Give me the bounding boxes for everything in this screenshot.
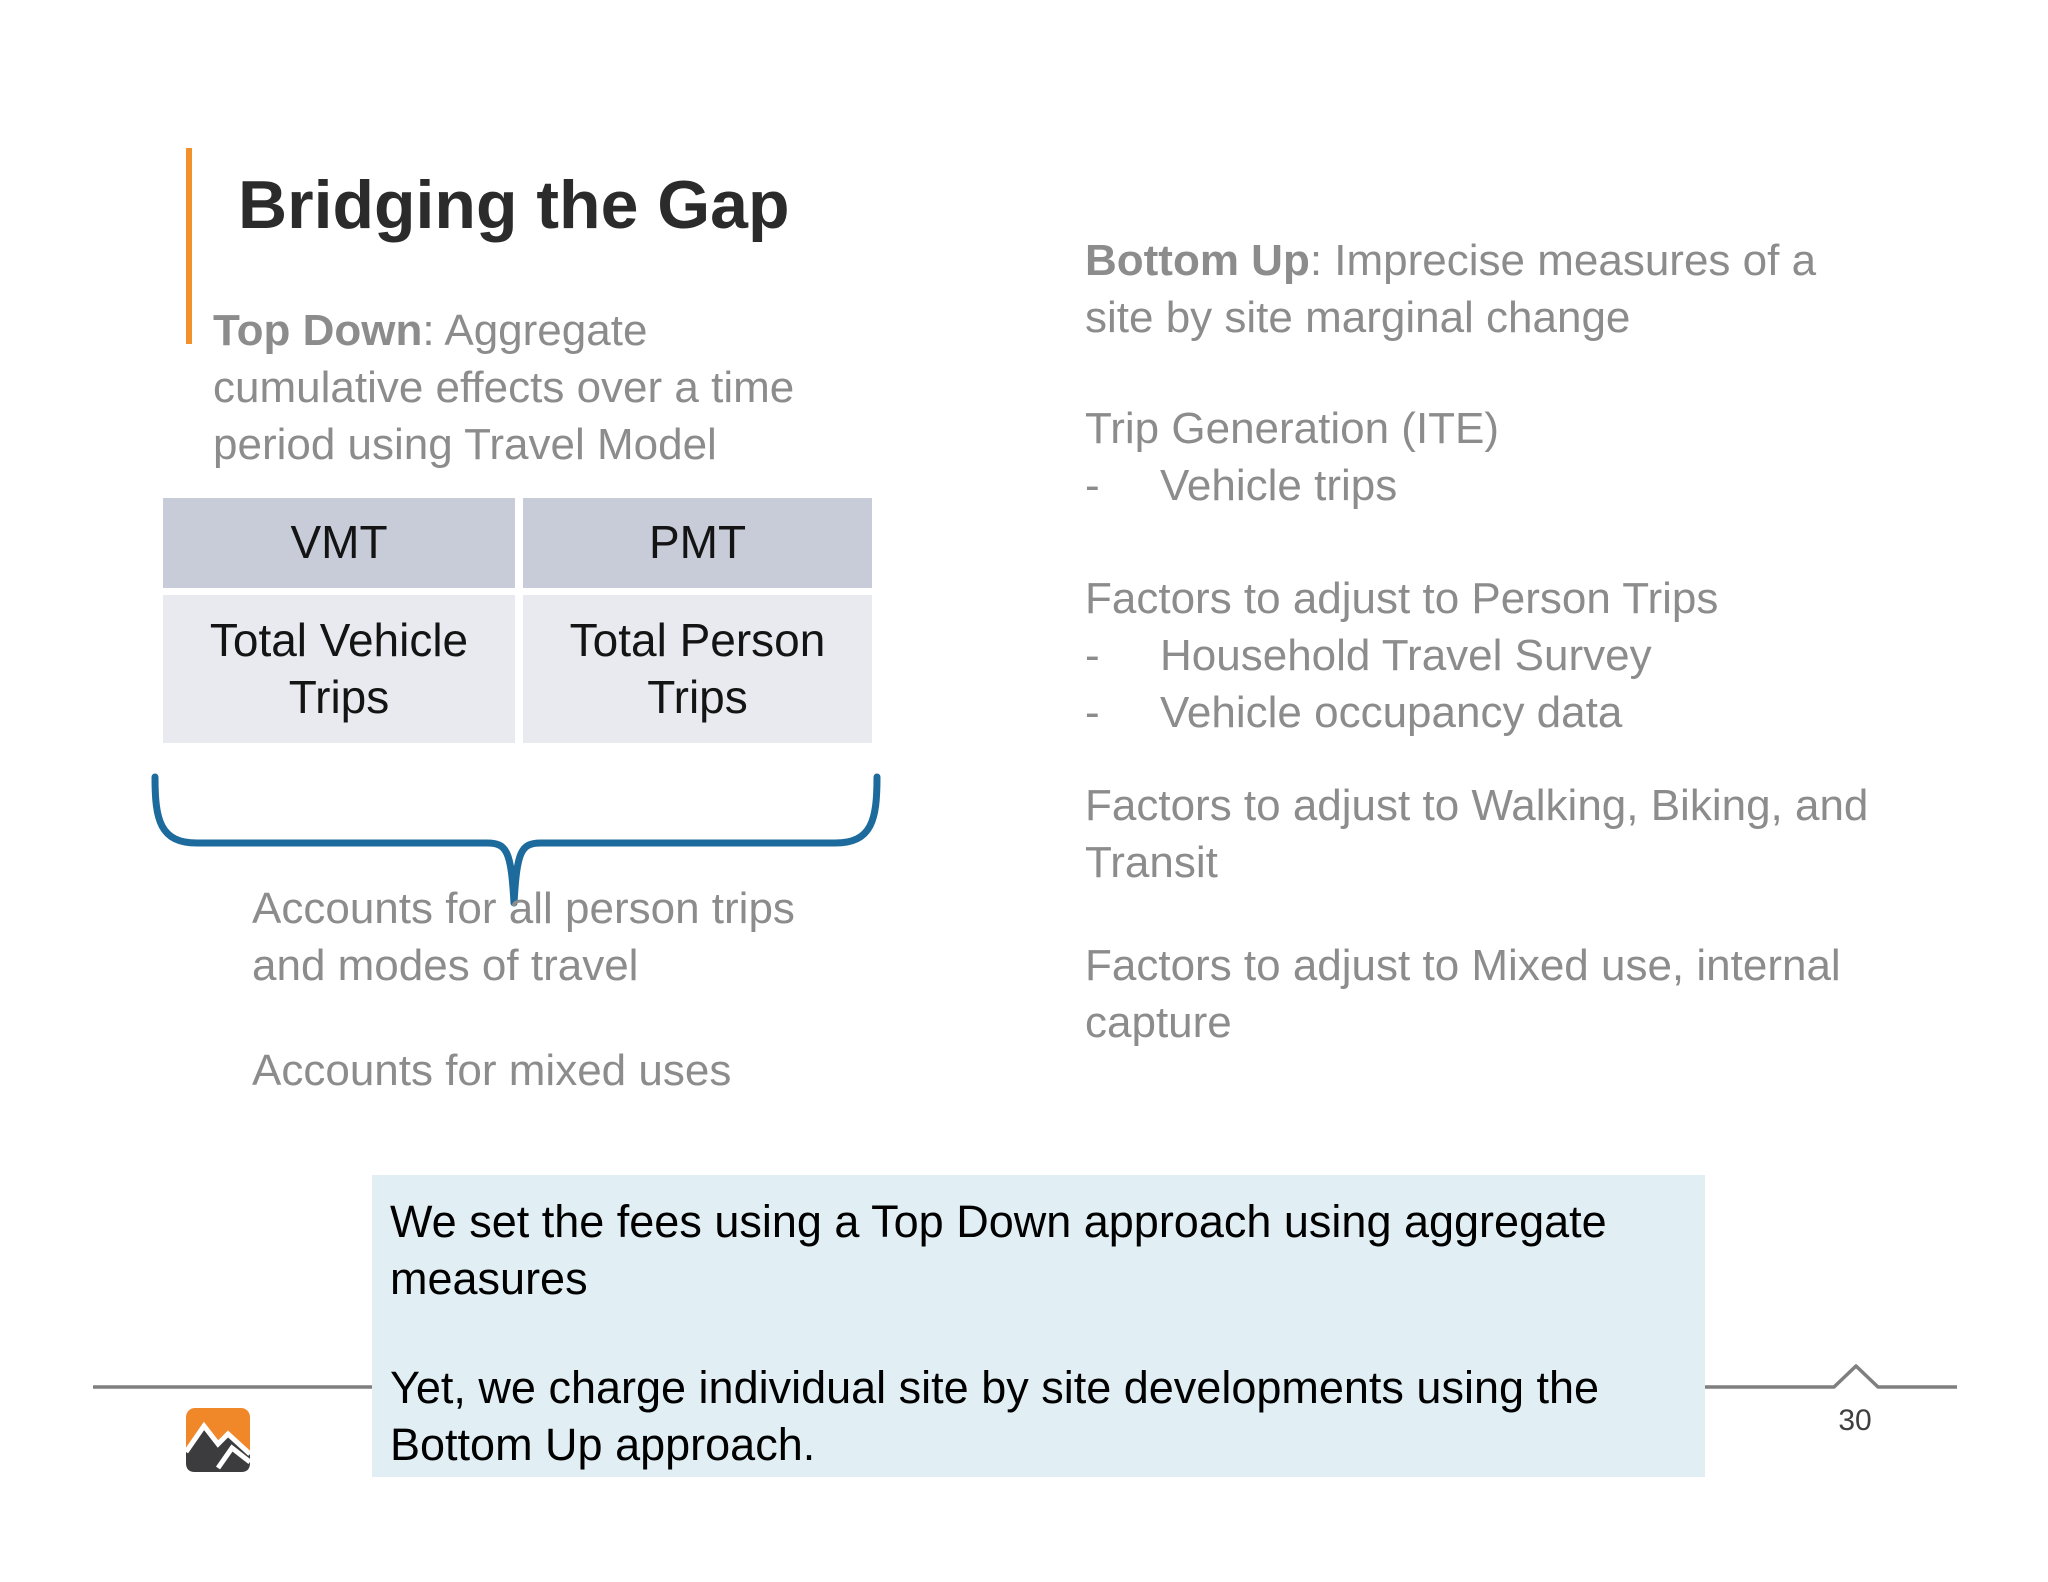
callout-line: Yet, we charge individual site by site d… — [390, 1362, 1600, 1413]
bullet-item: - Vehicle occupancy data — [1085, 684, 1718, 741]
note-line: and modes of travel — [252, 941, 639, 990]
table-cell-total-vehicle-trips: Total Vehicle Trips — [163, 595, 515, 743]
section-heading: capture — [1085, 998, 1232, 1047]
top-down-paragraph: Top Down: Aggregate cumulative effects o… — [213, 302, 794, 473]
bullet-item: - Vehicle trips — [1085, 457, 1499, 514]
section-heading: Factors to adjust to Person Trips — [1085, 574, 1719, 623]
callout-gap — [390, 1307, 1705, 1359]
section-heading: Transit — [1085, 838, 1218, 887]
bottom-up-rest: : Imprecise measures of a — [1309, 236, 1817, 285]
paragraph-line: period using Travel Model — [213, 420, 717, 469]
page-number: 30 — [1838, 1404, 1872, 1437]
bullet-text: Vehicle occupancy data — [1160, 688, 1623, 737]
table-header-pmt: PMT — [523, 498, 872, 588]
section-mixed-use-internal-capture: Factors to adjust to Mixed use, internal… — [1085, 937, 1841, 1051]
note-line: Accounts for all person trips — [252, 884, 795, 933]
section-heading: Factors to adjust to Mixed use, internal — [1085, 941, 1841, 990]
section-person-trips: Factors to adjust to Person Trips - House… — [1085, 570, 1718, 741]
bottom-up-label: Bottom Up — [1085, 236, 1310, 285]
bullet-dash: - — [1085, 461, 1100, 510]
paragraph-line: cumulative effects over a time — [213, 363, 795, 412]
section-walking-biking-transit: Factors to adjust to Walking, Biking, an… — [1085, 777, 1868, 891]
callout-box: We set the fees using a Top Down approac… — [372, 1175, 1705, 1477]
callout-line: measures — [390, 1253, 588, 1304]
logo-mountain-icon — [186, 1408, 250, 1472]
bullet-text: Household Travel Survey — [1160, 631, 1652, 680]
table-cell-total-person-trips: Total Person Trips — [523, 595, 872, 743]
callout-line: We set the fees using a Top Down approac… — [390, 1196, 1607, 1247]
bottom-up-paragraph: Bottom Up: Imprecise measures of a site … — [1085, 232, 1816, 346]
paragraph-line: Bottom Up: Imprecise measures of a — [1085, 232, 1816, 289]
note-mixed-uses: Accounts for mixed uses — [252, 1042, 731, 1099]
section-heading: Factors to adjust to Walking, Biking, an… — [1085, 781, 1869, 830]
bullet-dash: - — [1085, 688, 1100, 737]
section-trip-generation: Trip Generation (ITE) - Vehicle trips — [1085, 400, 1499, 514]
section-heading: Trip Generation (ITE) — [1085, 404, 1500, 453]
table-header-vmt: VMT — [163, 498, 515, 588]
note-line: Accounts for mixed uses — [252, 1046, 732, 1095]
paragraph-line: Top Down: Aggregate — [213, 302, 794, 359]
underbrace-icon — [151, 773, 881, 907]
bullet-text: Vehicle trips — [1160, 461, 1398, 510]
note-all-person-trips: Accounts for all person trips and modes … — [252, 880, 795, 994]
title-accent-bar — [186, 148, 192, 344]
bullet-item: - Household Travel Survey — [1085, 627, 1718, 684]
bullet-dash: - — [1085, 631, 1100, 680]
top-down-rest: : Aggregate — [422, 306, 648, 355]
top-down-label: Top Down — [213, 306, 423, 355]
callout-line: Bottom Up approach. — [390, 1419, 816, 1470]
vmt-pmt-table: VMT PMT Total Vehicle Trips Total Person… — [163, 498, 872, 743]
page-title: Bridging the Gap — [238, 167, 790, 243]
paragraph-line: site by site marginal change — [1085, 293, 1631, 342]
